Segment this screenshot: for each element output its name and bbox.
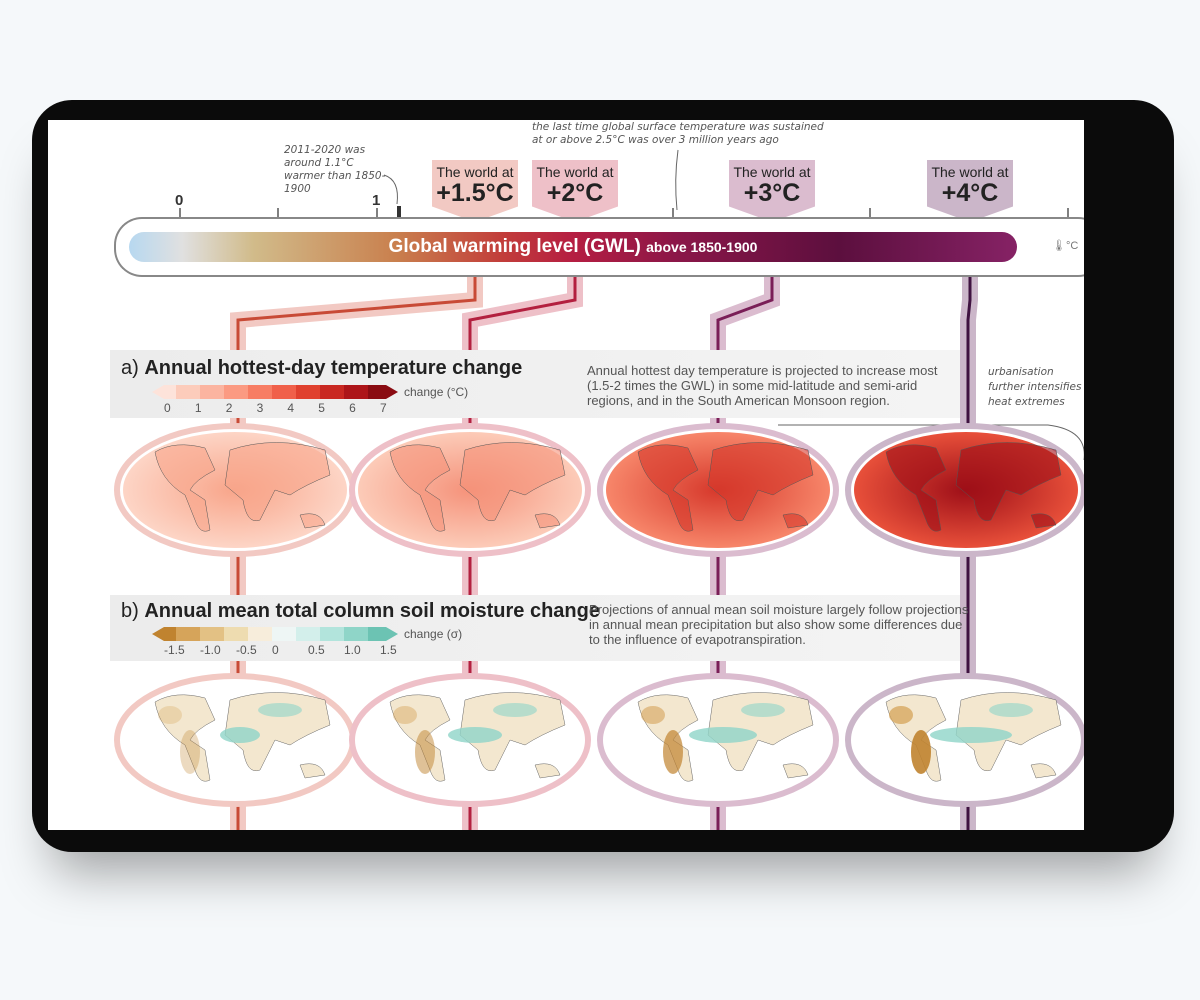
legend-label: change (°C) bbox=[404, 385, 469, 399]
legend-swatch bbox=[320, 627, 344, 641]
legend-swatch bbox=[272, 627, 296, 641]
legend-swatch bbox=[152, 385, 176, 399]
legend-swatch bbox=[248, 385, 272, 399]
legend-swatch bbox=[200, 385, 224, 399]
panel-b-title-text: Annual mean total column soil moisture c… bbox=[144, 600, 600, 622]
level-prefix: The world at bbox=[733, 164, 811, 180]
legend-label: change (σ) bbox=[404, 627, 463, 641]
legend-tick: -1.0 bbox=[200, 643, 221, 657]
level-value: +1.5°C bbox=[436, 179, 514, 207]
legend-tick: -1.5 bbox=[164, 643, 185, 657]
level-connector-line bbox=[966, 273, 972, 830]
legend-tick: 1.5 bbox=[380, 643, 397, 657]
level-connector-line bbox=[716, 273, 774, 830]
legend-swatch bbox=[152, 627, 176, 641]
legend-swatch bbox=[296, 627, 320, 641]
level-value: +4°C bbox=[941, 179, 999, 207]
panel-a-legend: change (°C) 0 1 2 3 4 5 6 7 bbox=[152, 385, 468, 422]
note-recent-warming: 2011-2020 was around 1.1°C warmer than 1… bbox=[284, 144, 386, 195]
legend-swatch bbox=[200, 627, 224, 641]
legend-swatch bbox=[224, 627, 248, 641]
gwl-gradient-bar: Global warming level (GWL) above 1850-19… bbox=[129, 232, 1017, 262]
gwl-title: Global warming level (GWL) bbox=[388, 236, 641, 257]
tick-label-0: 0 bbox=[175, 192, 184, 209]
urbanisation-bracket bbox=[778, 424, 1084, 460]
legend-tick: 0 bbox=[272, 643, 279, 657]
legend-tick: 4 bbox=[287, 401, 295, 415]
panel-a-title: a) Annual hottest-day temperature change bbox=[121, 357, 522, 380]
legend-tick: 1 bbox=[194, 401, 202, 415]
panel-a-letter: a) bbox=[121, 357, 139, 379]
legend-tick: 1.0 bbox=[344, 643, 361, 657]
tick-label-1: 1 bbox=[372, 192, 381, 209]
level-connector-line bbox=[468, 273, 577, 830]
legend-swatch bbox=[272, 385, 296, 399]
legend-tick: 3 bbox=[256, 401, 264, 415]
note-arrow bbox=[675, 149, 679, 211]
legend-swatch bbox=[368, 627, 398, 641]
legend-tick: 2 bbox=[225, 401, 233, 415]
panel-b-description: Projections of annual mean soil moisture… bbox=[589, 602, 969, 647]
legend-tick: 6 bbox=[349, 401, 356, 415]
level-prefix: The world at bbox=[931, 164, 1009, 180]
panel-b-legend: change (σ) -1.5 -1.0 -0.5 0 0.5 1.0 1.5 bbox=[152, 627, 462, 664]
level-prefix: The world at bbox=[436, 164, 514, 180]
panel-a-description: Annual hottest day temperature is projec… bbox=[587, 363, 938, 408]
legend-tick: 0.5 bbox=[308, 643, 325, 657]
unit-label: 🌡°C bbox=[1052, 239, 1078, 252]
gwl-subtitle: above 1850-1900 bbox=[646, 239, 758, 255]
infographic-screen: 2011-2020 was around 1.1°C warmer than 1… bbox=[48, 120, 1084, 830]
legend-swatch bbox=[176, 627, 200, 641]
panel-b-title: b) Annual mean total column soil moistur… bbox=[121, 600, 600, 623]
legend-tick: 0 bbox=[164, 401, 171, 415]
legend-swatch bbox=[344, 627, 368, 641]
panel-b-letter: b) bbox=[121, 600, 139, 622]
panel-a-header bbox=[110, 350, 960, 418]
legend-tick: -0.5 bbox=[236, 643, 257, 657]
legend-swatch bbox=[224, 385, 248, 399]
legend-tick: 5 bbox=[318, 401, 325, 415]
legend-swatch bbox=[296, 385, 320, 399]
note-urbanisation: urbanisation further intensifies heat ex… bbox=[988, 366, 1082, 408]
unit-text: °C bbox=[1065, 240, 1079, 252]
legend-swatch bbox=[320, 385, 344, 399]
level-value: +2°C bbox=[546, 179, 604, 207]
level-value: +3°C bbox=[743, 179, 801, 207]
thermometer-icon: 🌡 bbox=[1052, 240, 1066, 252]
panel-a-title-text: Annual hottest-day temperature change bbox=[144, 357, 523, 379]
legend-swatch bbox=[344, 385, 368, 399]
legend-swatch bbox=[368, 385, 398, 399]
level-prefix: The world at bbox=[536, 164, 614, 180]
note-arrow bbox=[383, 174, 398, 205]
legend-tick: 7 bbox=[380, 401, 387, 415]
legend-swatch bbox=[248, 627, 272, 641]
level-connector-line bbox=[236, 273, 477, 830]
legend-swatch bbox=[176, 385, 200, 399]
note-past-temperature: the last time global surface temperature… bbox=[532, 121, 824, 146]
